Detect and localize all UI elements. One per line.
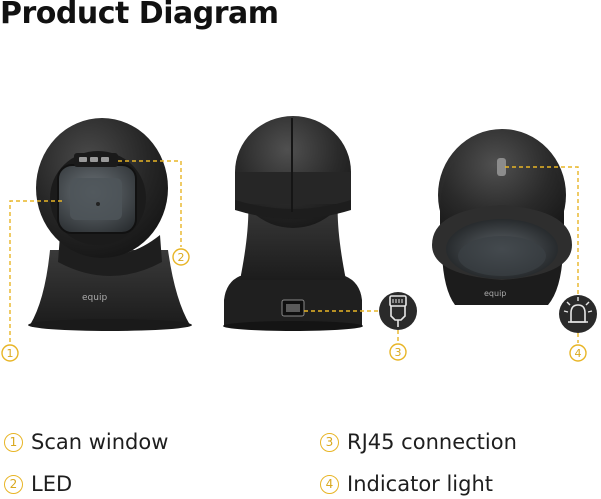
legend-item-led: 2 LED: [4, 472, 72, 496]
scanner-back-view: [223, 116, 363, 331]
scanner-rear-view: equip: [432, 129, 572, 305]
legend-label-3: RJ45 connection: [347, 430, 517, 454]
product-diagram: equip equip 1 2: [1, 116, 597, 362]
legend-item-rj45-connection: 3 RJ45 connection: [320, 430, 517, 454]
svg-text:2: 2: [178, 251, 185, 264]
svg-text:1: 1: [7, 347, 14, 360]
rj45-plug-icon: [379, 292, 417, 330]
svg-text:3: 3: [395, 346, 402, 359]
legend-label-1: Scan window: [31, 430, 169, 454]
legend-number-4: 4: [320, 475, 339, 494]
callout-marker-3: 3: [389, 343, 407, 361]
callout-lines: [9, 160, 579, 343]
legend-number-2: 2: [4, 475, 23, 494]
legend-item-scan-window: 1 Scan window: [4, 430, 168, 454]
scanner-front-view: equip: [28, 118, 192, 331]
svg-text:4: 4: [575, 347, 582, 360]
callout-marker-2: 2: [172, 248, 190, 266]
legend-item-indicator-light: 4 Indicator light: [320, 472, 493, 496]
legend-number-3: 3: [320, 433, 339, 452]
brand-logo-rear: equip: [484, 289, 506, 298]
indicator-light-icon: [559, 295, 597, 333]
callout-marker-1: 1: [1, 344, 19, 362]
legend-label-2: LED: [31, 472, 73, 496]
callout-marker-4: 4: [569, 344, 587, 362]
legend-label-4: Indicator light: [347, 472, 494, 496]
page-title: Product Diagram: [0, 0, 279, 31]
legend-number-1: 1: [4, 433, 23, 452]
brand-logo-front: equip: [82, 293, 107, 303]
